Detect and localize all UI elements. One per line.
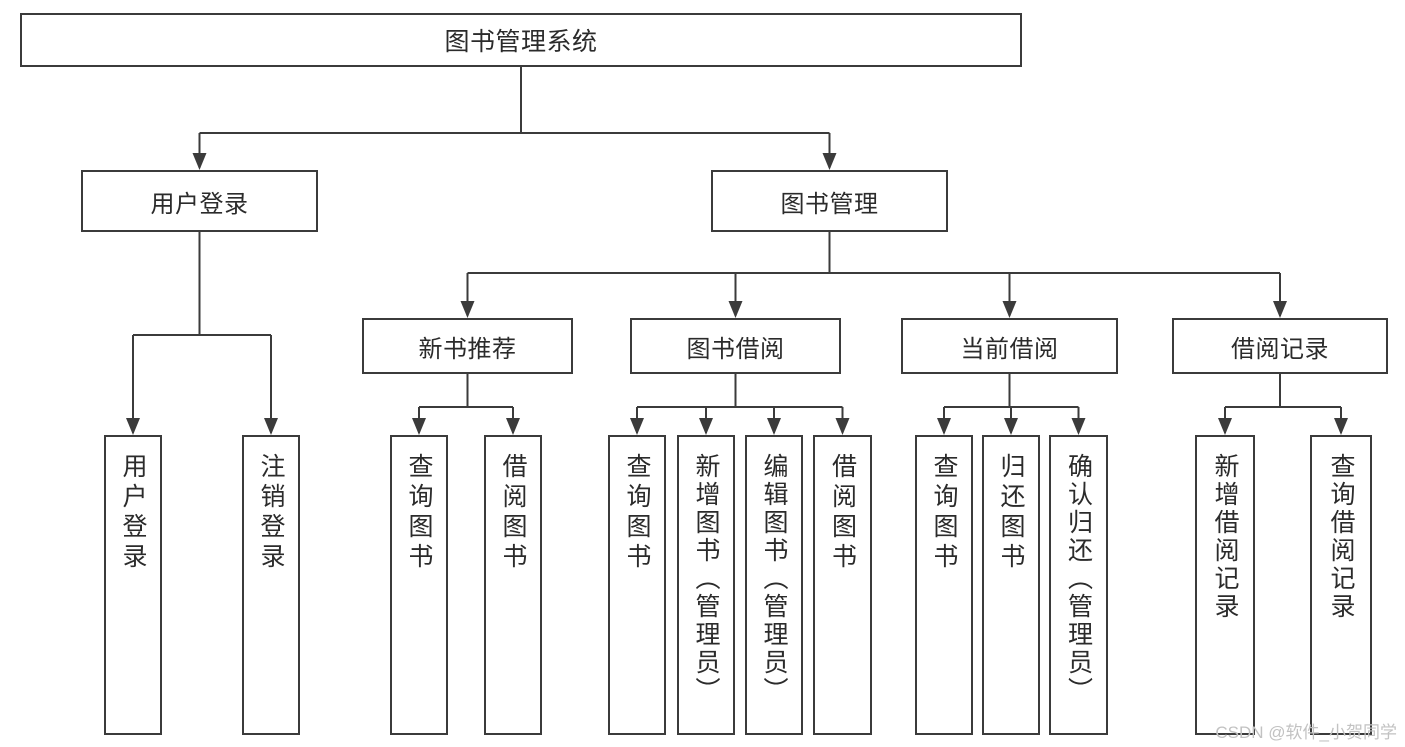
node-label-current-borrow: 当前借阅: [960, 335, 1059, 363]
node-leaf-add-book[interactable]: 新增图书（管理员）: [677, 435, 735, 735]
node-label-leaf-confirm-return: 确认归还（管理员）: [1064, 453, 1093, 705]
node-leaf-edit-book[interactable]: 编辑图书（管理员）: [745, 435, 803, 735]
node-root[interactable]: 图书管理系统: [20, 13, 1022, 67]
node-label-user-login: 用户登录: [150, 190, 249, 218]
node-label-leaf-user-login: 用户登录: [119, 453, 147, 573]
node-user-login[interactable]: 用户登录: [81, 170, 318, 232]
node-leaf-query-book-1[interactable]: 查询图书: [390, 435, 448, 735]
node-label-leaf-edit-book: 编辑图书（管理员）: [760, 453, 788, 705]
node-leaf-add-record[interactable]: 新增借阅记录: [1195, 435, 1255, 735]
node-label-borrow-record: 借阅记录: [1231, 335, 1329, 363]
node-leaf-logout[interactable]: 注销登录: [242, 435, 300, 735]
node-book-borrow[interactable]: 图书借阅: [630, 318, 841, 374]
node-label-leaf-add-record: 新增借阅记录: [1211, 453, 1239, 621]
node-leaf-query-record[interactable]: 查询借阅记录: [1310, 435, 1372, 735]
node-label-leaf-query-record: 查询借阅记录: [1327, 453, 1355, 621]
csdn-watermark: CSDN @软件_小贺同学: [1215, 723, 1397, 742]
node-leaf-return-book[interactable]: 归还图书: [982, 435, 1040, 735]
node-label-leaf-query-book-3: 查询图书: [930, 453, 958, 573]
node-borrow-record[interactable]: 借阅记录: [1172, 318, 1388, 374]
node-leaf-confirm-return[interactable]: 确认归还（管理员）: [1049, 435, 1108, 735]
node-label-leaf-query-book-1: 查询图书: [405, 453, 433, 573]
node-label-leaf-borrow-book-2: 借阅图书: [828, 453, 857, 573]
node-label-book-borrow: 图书借阅: [686, 335, 785, 363]
node-label-root: 图书管理系统: [444, 28, 598, 56]
node-leaf-borrow-book-2[interactable]: 借阅图书: [813, 435, 872, 735]
node-leaf-borrow-book-1[interactable]: 借阅图书: [484, 435, 542, 735]
node-leaf-query-book-3[interactable]: 查询图书: [915, 435, 973, 735]
node-book-manage[interactable]: 图书管理: [711, 170, 948, 232]
node-label-leaf-return-book: 归还图书: [997, 453, 1025, 573]
node-label-book-manage: 图书管理: [780, 190, 879, 218]
node-new-book-rec[interactable]: 新书推荐: [362, 318, 573, 374]
node-label-leaf-add-book: 新增图书（管理员）: [692, 453, 720, 705]
node-label-leaf-borrow-book-1: 借阅图书: [499, 453, 527, 573]
node-label-leaf-query-book-2: 查询图书: [623, 453, 651, 573]
node-leaf-user-login[interactable]: 用户登录: [104, 435, 162, 735]
node-leaf-query-book-2[interactable]: 查询图书: [608, 435, 666, 735]
node-label-new-book-rec: 新书推荐: [418, 335, 517, 363]
node-current-borrow[interactable]: 当前借阅: [901, 318, 1118, 374]
node-label-leaf-logout: 注销登录: [257, 453, 285, 573]
